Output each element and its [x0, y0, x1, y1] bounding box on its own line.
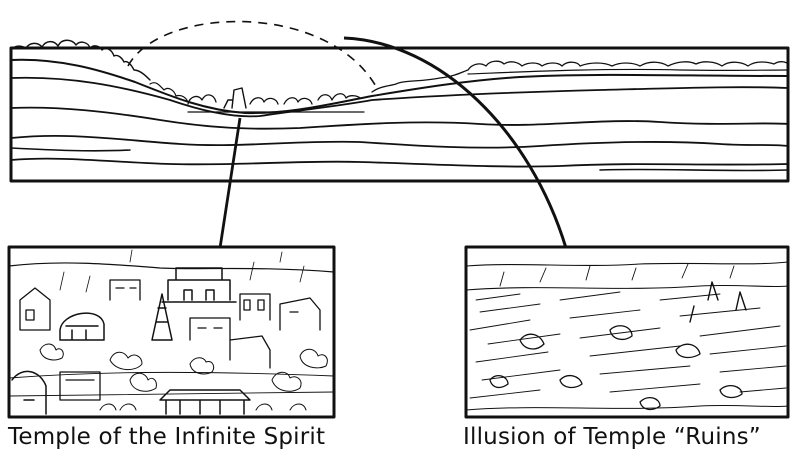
main-temple: [161, 267, 237, 303]
leader-line-left: [218, 117, 242, 249]
front-pavilion: [159, 389, 251, 415]
ruins-scribbles: [469, 263, 787, 399]
domed-hall: [59, 312, 105, 341]
stratum-line-1: [10, 76, 789, 118]
stratum-line-4: [10, 157, 789, 168]
leader-line-right: [343, 36, 568, 249]
left-treeline: [10, 39, 151, 81]
temple-foliage: [39, 343, 328, 411]
ground-surface: [10, 58, 789, 115]
valley-temple: [223, 87, 247, 109]
cross-section-panel: [9, 39, 790, 183]
caption-ruins-illusion: Illusion of Temple “Ruins”: [463, 424, 761, 450]
stratum-line-2: [10, 106, 789, 130]
caption-temple: Temple of the Infinite Spirit: [8, 424, 326, 450]
dashed-arc: [127, 20, 379, 91]
stratum-line-3: [10, 134, 789, 149]
stratum-line-5: [10, 147, 789, 172]
valley-trees: [187, 93, 361, 105]
temple-panel: [7, 245, 336, 419]
temple-tower: [151, 293, 173, 341]
ruins-panel: [464, 245, 790, 419]
right-treeline: [371, 60, 789, 93]
